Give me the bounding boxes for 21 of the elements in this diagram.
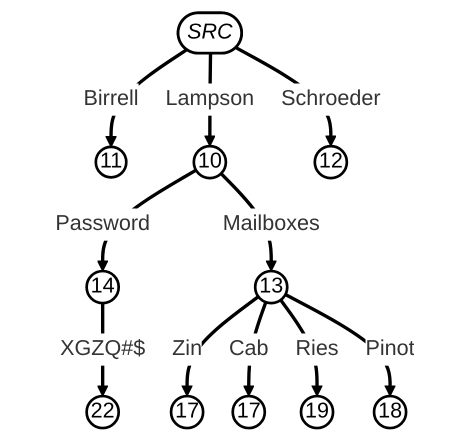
edge-label: Pinot: [366, 337, 415, 360]
edge-label: Cab: [229, 337, 269, 360]
edge-label: XGZQ#$: [60, 337, 146, 360]
edge-label: Zin: [172, 337, 202, 360]
edge-label: Mailboxes: [222, 212, 320, 236]
node-circle: 18: [372, 394, 408, 430]
node-circle: 13: [254, 270, 289, 304]
node-circle: 10: [192, 144, 228, 180]
edge-label: Lampson: [166, 88, 254, 110]
edge-label: Schroeder: [281, 88, 381, 110]
node-circle: 14: [85, 270, 120, 304]
node-circle: 11: [94, 146, 128, 179]
edge-label: Password: [55, 212, 150, 236]
node-circle: 19: [300, 394, 334, 430]
edge-label: Birrell: [84, 88, 139, 110]
arrow: [284, 293, 396, 397]
node-circle: 17: [231, 394, 266, 430]
node-circle: 12: [313, 144, 348, 180]
edge-label: Ries: [295, 337, 339, 360]
node-circle: 22: [85, 394, 120, 430]
node-circle: 17: [170, 394, 204, 430]
